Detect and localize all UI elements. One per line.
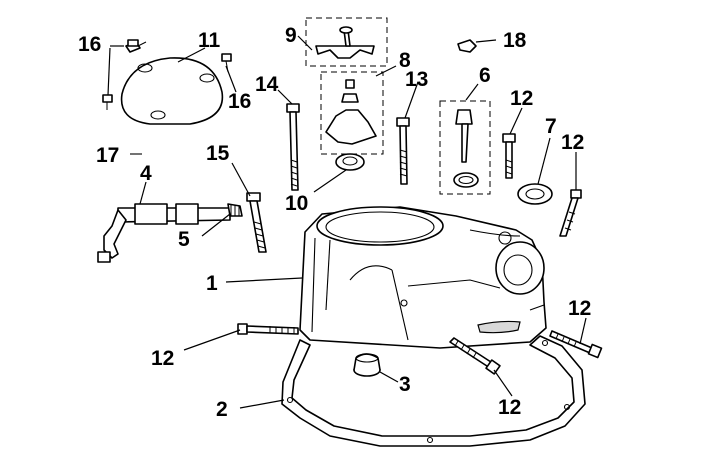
bolt-13 [396,117,410,185]
bolt-12-lower-middle [449,337,501,375]
callout-17: 17 [96,144,119,167]
spring-5 [227,203,243,217]
crankcase-cover [299,206,547,349]
bolt-15 [246,192,267,253]
bolt-12-right [559,189,582,237]
callout-6: 6 [479,64,491,87]
bracket-9-box [305,17,388,67]
callout-labels: 16 11 16 9 8 18 14 13 6 12 7 12 17 15 4 … [78,24,591,421]
shift-shaft-assembly [97,203,231,263]
callout-5: 5 [178,228,190,251]
callout-11: 11 [198,29,221,52]
callout-8: 8 [399,49,411,72]
callout-12: 12 [561,131,584,154]
callout-12: 12 [510,87,533,110]
callout-12: 12 [151,347,174,370]
callout-15: 15 [206,142,230,165]
callout-16: 16 [78,33,101,56]
callout-16: 16 [228,90,251,113]
bracket-8-box [320,71,384,155]
bolt-16-lower [102,94,113,110]
bolt-16-upper [125,39,147,53]
washer-10 [335,153,365,171]
callout-1: 1 [206,272,218,295]
leader-lines [107,35,587,409]
callout-2: 2 [216,398,228,421]
cover-plate [120,57,224,125]
cap-18 [457,39,477,53]
callout-3: 3 [399,373,411,396]
callout-12: 12 [498,396,521,419]
bolt-14 [286,103,300,191]
bolt-12-upper [502,133,516,179]
callout-4: 4 [140,162,152,185]
callout-18: 18 [503,29,527,52]
callout-14: 14 [255,73,279,96]
callout-9: 9 [285,24,297,47]
bolt-16-right [221,53,232,73]
callout-13: 13 [405,68,428,91]
crankcase-cover-gasket [281,335,586,447]
callout-10: 10 [285,192,308,215]
callout-7: 7 [545,115,557,138]
bolt-12-lower-right [549,330,603,359]
callout-12: 12 [568,297,591,320]
bolt-12-left [237,323,299,335]
dipstick-box [439,100,491,195]
oil-plug [353,353,381,377]
seal-7 [517,183,553,205]
